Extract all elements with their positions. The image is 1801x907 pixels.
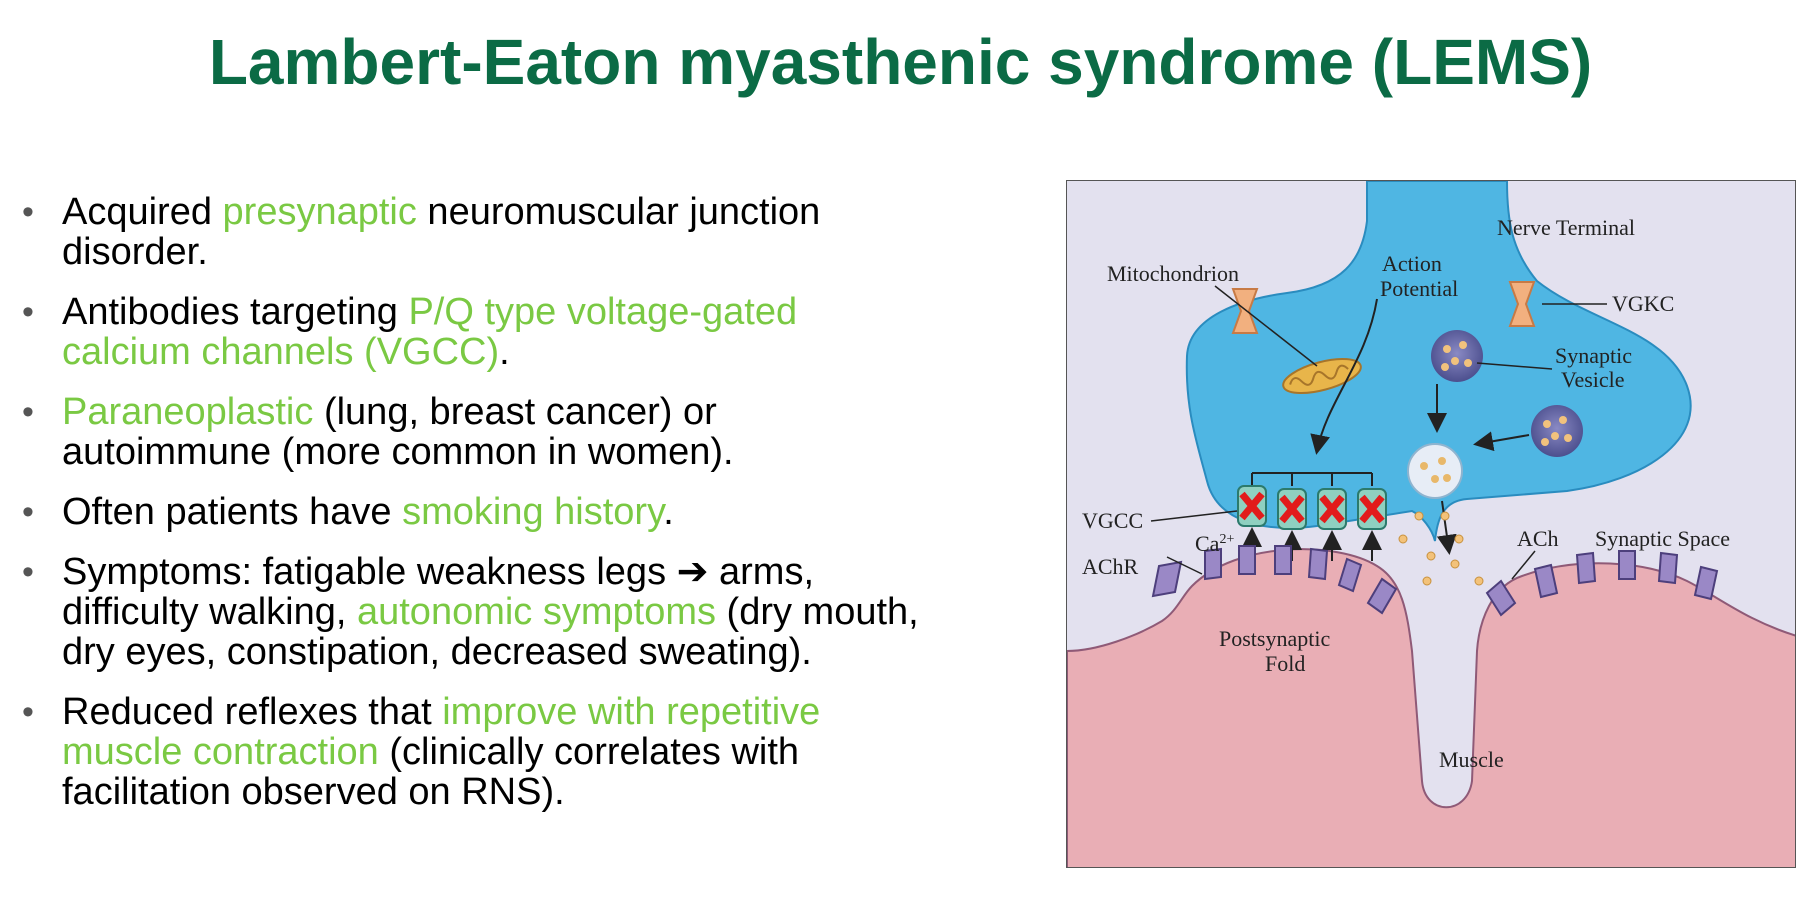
bullet-text: . bbox=[499, 331, 510, 373]
label-ach: ACh bbox=[1517, 526, 1559, 551]
bullet-highlight: P/Q type voltage-gated calcium channels … bbox=[62, 291, 798, 373]
bullet-text: Antibodies targeting bbox=[62, 291, 409, 333]
fusing-vesicle bbox=[1407, 443, 1463, 499]
synaptic-vesicle-1 bbox=[1431, 330, 1483, 382]
bullet-text: Symptoms: fatigable weakness legs ➔ arms… bbox=[62, 551, 815, 633]
bullet-highlight: Paraneoplastic bbox=[62, 391, 314, 433]
bullet-item: Paraneoplastic (lung, breast cancer) or … bbox=[22, 392, 922, 472]
bullet-text: . bbox=[663, 491, 674, 533]
bullet-item: Antibodies targeting P/Q type voltage-ga… bbox=[22, 292, 922, 372]
action-potential-arrow bbox=[1310, 298, 1378, 455]
label-achr: AChR bbox=[1082, 554, 1139, 579]
bullet-text: Often patients have bbox=[62, 491, 403, 533]
bullet-text: Reduced reflexes that bbox=[62, 691, 443, 733]
vgcc-channel-2 bbox=[1277, 488, 1307, 530]
label-potential: Potential bbox=[1380, 276, 1458, 301]
bullet-item: Reduced reflexes that improve with repet… bbox=[22, 692, 922, 812]
label-postsynaptic: Postsynaptic bbox=[1219, 626, 1330, 651]
vgkc-channel-right bbox=[1508, 281, 1536, 327]
ach-molecules bbox=[1398, 511, 1484, 586]
bullet-text: (clinically correlates with facilitation… bbox=[62, 731, 800, 813]
nmj-diagram: Nerve Terminal Mitochondrion Action Pote… bbox=[1066, 180, 1796, 868]
vgcc-channel-1 bbox=[1237, 485, 1267, 527]
bullet-highlight: smoking history bbox=[402, 491, 664, 533]
label-nerve-terminal: Nerve Terminal bbox=[1497, 215, 1635, 240]
label-vgkc: VGKC bbox=[1612, 291, 1674, 316]
nmj-illustration: Nerve Terminal Mitochondrion Action Pote… bbox=[1067, 181, 1795, 867]
bullet-item: Acquired presynaptic neuromuscular junct… bbox=[22, 192, 922, 272]
slide-title: Lambert-Eaton myasthenic syndrome (LEMS) bbox=[208, 26, 1593, 98]
bullet-highlight: improve with repetitive muscle contracti… bbox=[62, 691, 821, 773]
bullet-text: (dry mouth, dry eyes, constipation, decr… bbox=[62, 591, 919, 673]
bullet-item: Often patients have smoking history. bbox=[22, 492, 922, 532]
label-vesicle: Vesicle bbox=[1561, 367, 1625, 392]
label-vgcc: VGCC bbox=[1082, 508, 1143, 533]
achr-receptors bbox=[1151, 545, 1719, 617]
muscle-tissue bbox=[1067, 548, 1795, 867]
bullet-list: Acquired presynaptic neuromuscular junct… bbox=[22, 192, 922, 832]
vgcc-channel-4 bbox=[1357, 488, 1387, 530]
bullet-highlight: autonomic symptoms bbox=[356, 591, 716, 633]
label-fold: Fold bbox=[1265, 651, 1305, 676]
vgkc-channel-left bbox=[1231, 288, 1259, 334]
label-synaptic-space: Synaptic Space bbox=[1595, 526, 1730, 551]
label-synaptic: Synaptic bbox=[1555, 343, 1632, 368]
bullet-text: (lung, breast cancer) or autoimmune (mor… bbox=[62, 391, 734, 473]
label-muscle: Muscle bbox=[1439, 747, 1504, 772]
vgcc-channel-3 bbox=[1317, 488, 1347, 530]
ca-symbol: Ca bbox=[1195, 531, 1220, 556]
label-mitochondrion: Mitochondrion bbox=[1107, 261, 1239, 286]
synaptic-vesicle-2 bbox=[1531, 405, 1583, 457]
label-action: Action bbox=[1382, 251, 1442, 276]
bullet-highlight: presynaptic bbox=[222, 191, 417, 233]
label-ca: Ca2+ bbox=[1195, 531, 1234, 556]
bullet-text: neuromuscular junction disorder. bbox=[62, 191, 821, 273]
bullet-text: Acquired bbox=[62, 191, 223, 233]
mitochondrion bbox=[1282, 357, 1362, 395]
ca-charge: 2+ bbox=[1219, 532, 1234, 547]
bullet-item: Symptoms: fatigable weakness legs ➔ arms… bbox=[22, 552, 922, 672]
